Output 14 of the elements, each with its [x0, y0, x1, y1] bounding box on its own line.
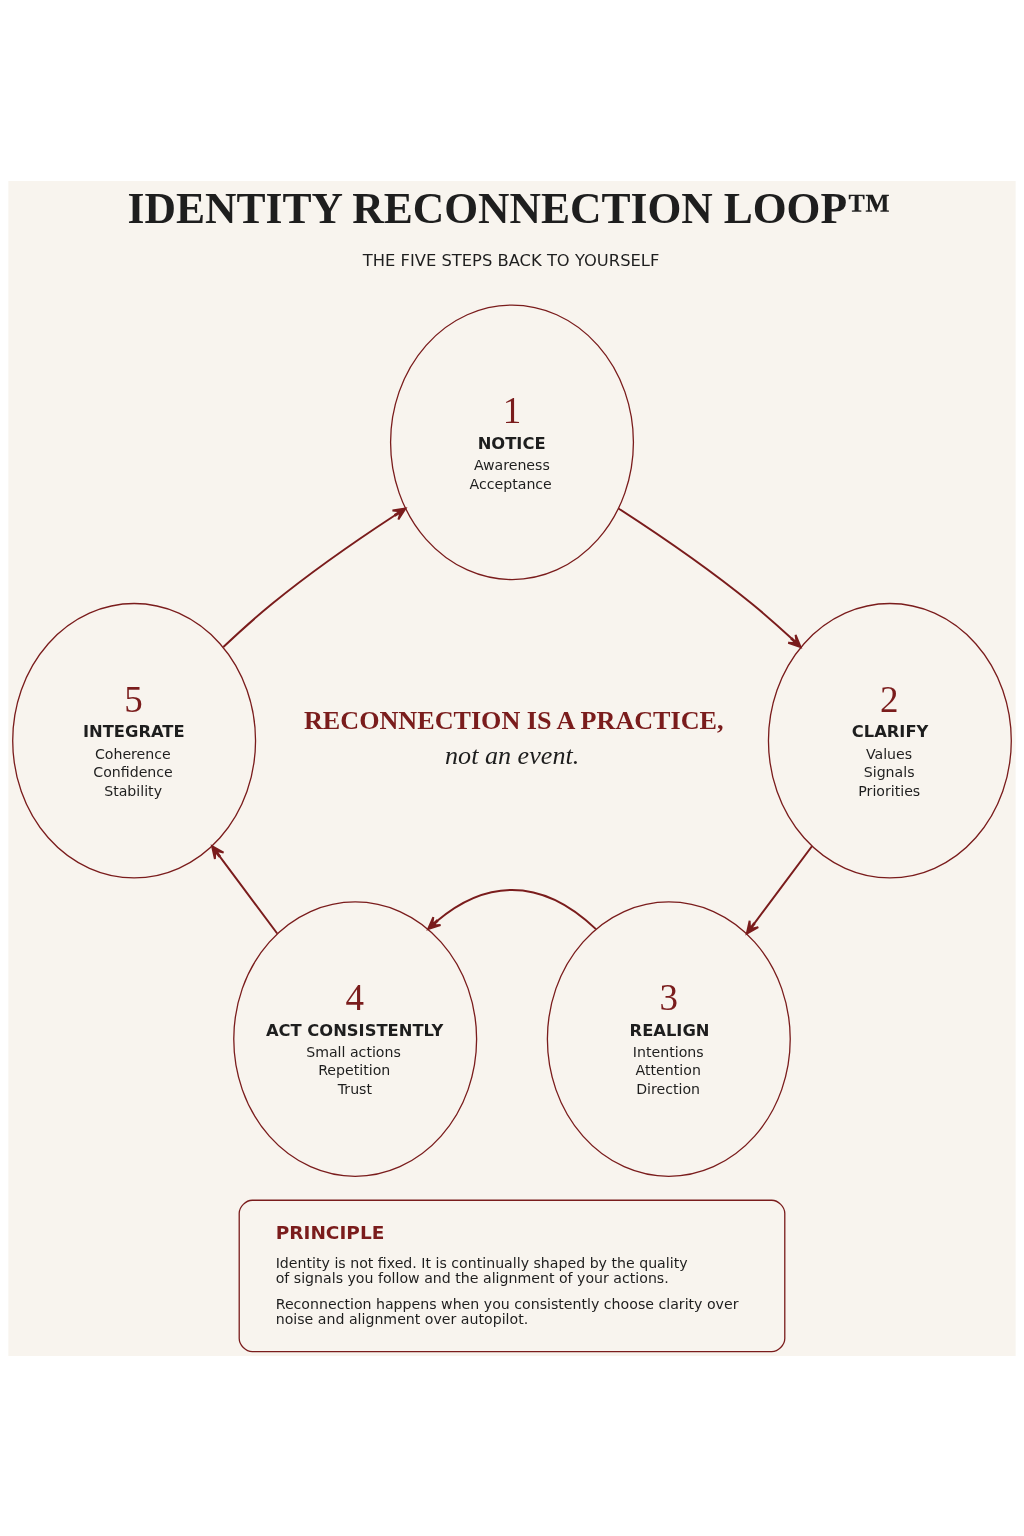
label: not an event. [445, 740, 580, 770]
arrow [617, 506, 802, 648]
arrow [222, 506, 407, 648]
arrow [427, 888, 597, 930]
arrow [211, 844, 279, 934]
arrow [745, 844, 813, 934]
diagram-title: IDENTITY RECONNECTION LOOP™ [127, 183, 891, 232]
node-ellipse: 5 INTEGRATE Coherence Confidence Stability [12, 602, 257, 879]
node-ellipse: 4 ACT CONSISTENTLY Small actions Repetition Trust [233, 900, 478, 1177]
node-ellipse: 2 CLARIFY Values Signals Priorities [767, 602, 1012, 879]
label: THE FIVE STEPS BACK TO YOURSELF [362, 250, 660, 270]
node-box: PRINCIPLE Identity is not fixed. It is continually shaped by the quality of signals you follow and the alignment of your actions. Reconnection happens when you consistently choose clarity over noise and alignment over autopilot. [238, 1199, 786, 1352]
node-ellipse: 3 REALIGN Intentions Attention Direction [546, 900, 791, 1177]
label: RECONNECTION IS A PRACTICE, [304, 705, 724, 735]
